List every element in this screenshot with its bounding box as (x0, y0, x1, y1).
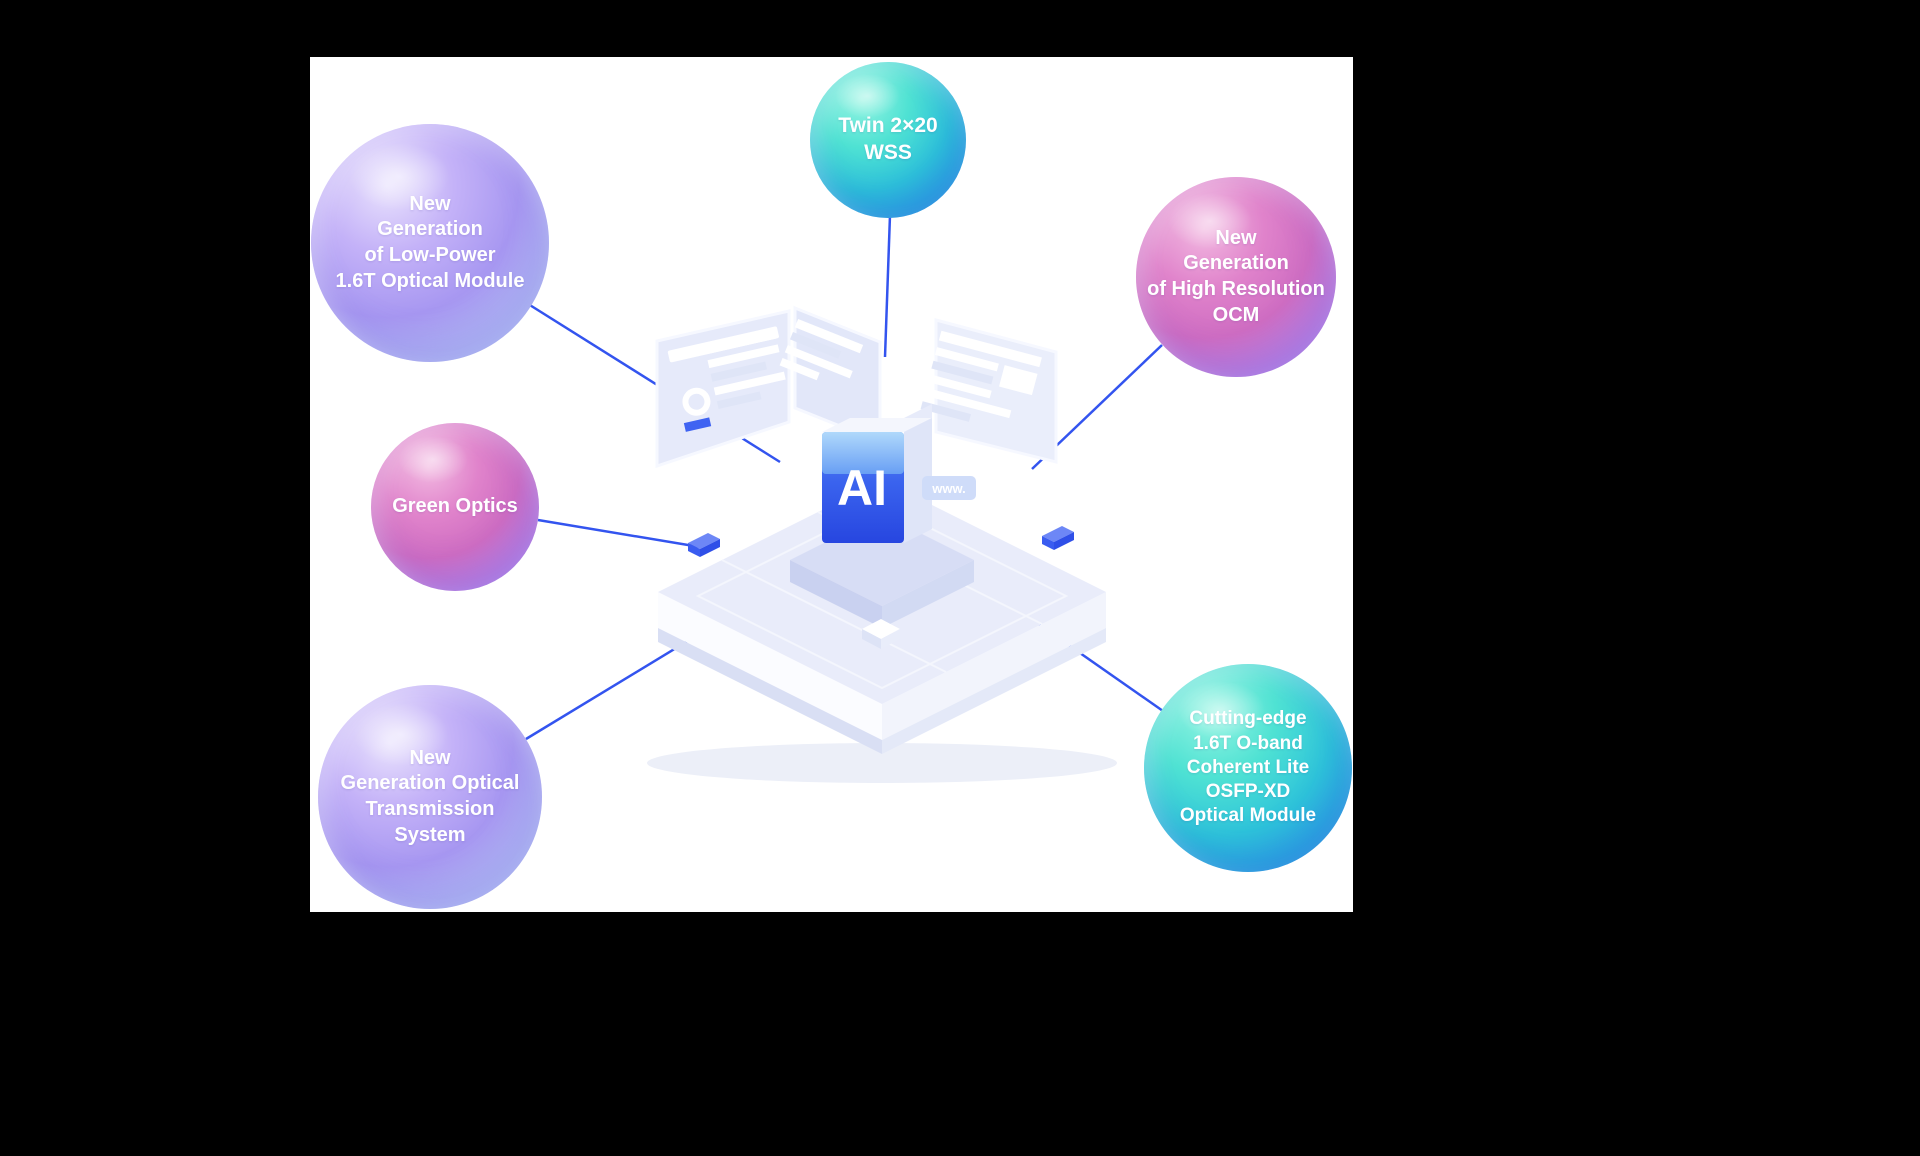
screen-left (655, 309, 791, 469)
bubble-high-resolution-ocm: New Generation of High Resolution OCM (1136, 177, 1336, 377)
bubble-twin-2x20-wss: Twin 2×20 WSS (810, 62, 966, 218)
accent-bar-left (688, 533, 720, 557)
connector-wss (883, 214, 892, 358)
bubble-coherent-lite-module: Cutting-edge 1.6T O-band Coherent Lite O… (1144, 664, 1352, 872)
bubble-optical-transmission-system: New Generation Optical Transmission Syst… (318, 685, 542, 909)
connector-green-optics (537, 518, 701, 549)
ai-label: AI (837, 460, 887, 516)
screen-right (920, 318, 1058, 464)
bubble-low-power-module: New Generation of Low-Power 1.6T Optical… (311, 124, 549, 362)
diagram-panel: AI www. Twin 2×20 WSS New Generation of … (310, 57, 1353, 912)
accent-box-front (862, 619, 900, 649)
screen-middle (779, 305, 882, 445)
platform-shadow (647, 743, 1117, 783)
www-label: www. (931, 481, 965, 496)
center-illustration: AI www. (524, 214, 1164, 783)
accent-bar-right (1042, 526, 1074, 550)
www-badge: www. (922, 476, 976, 500)
ai-cube: AI (822, 404, 932, 543)
bubble-green-optics: Green Optics (371, 423, 539, 591)
